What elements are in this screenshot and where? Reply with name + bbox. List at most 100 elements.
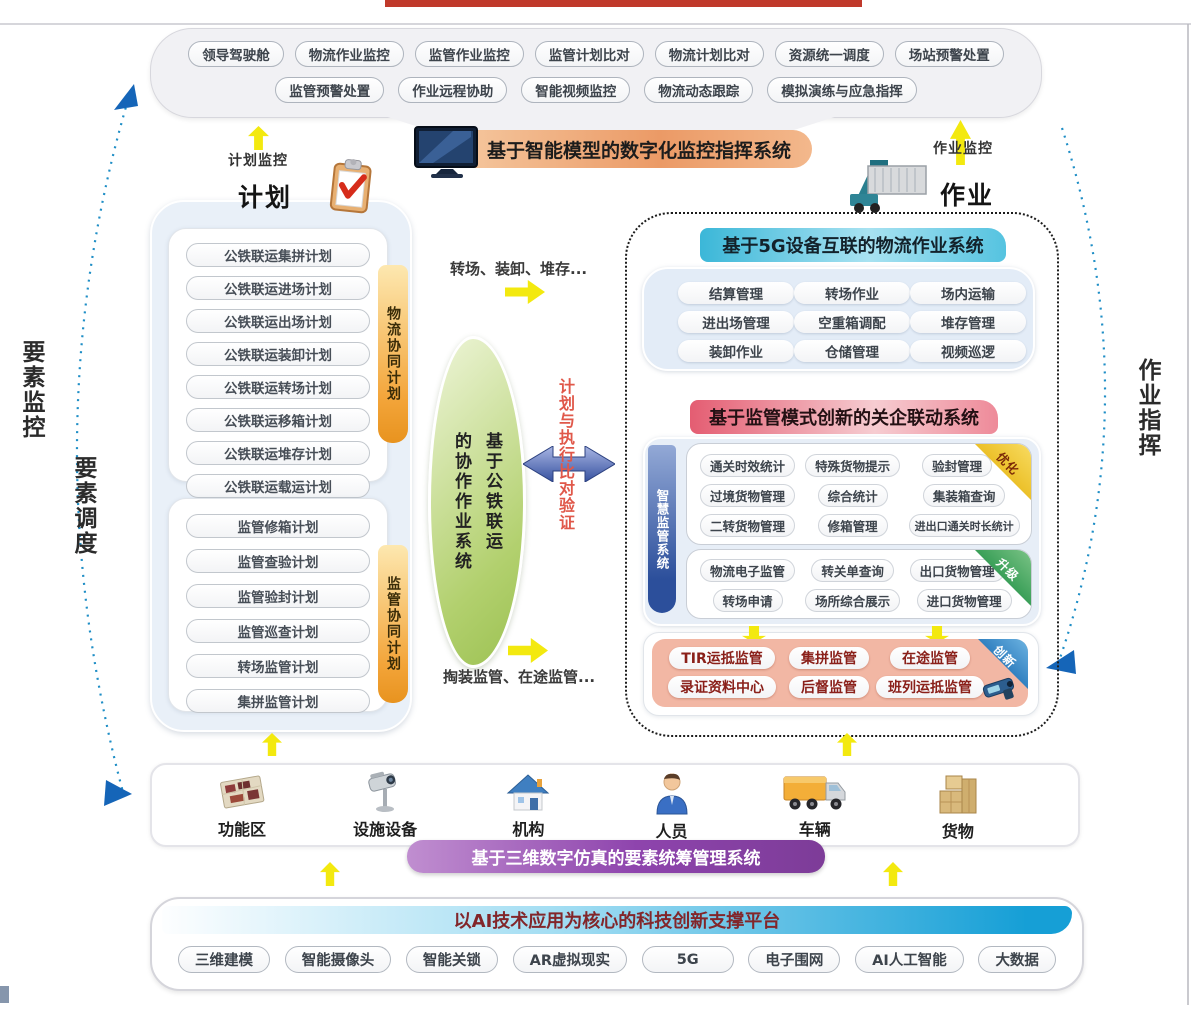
platform-pill: 大数据 (978, 946, 1056, 973)
command-layer-row2: 监管预警处置 作业远程协助 智能视频监控 物流动态跟踪 模拟演练与应急指挥 (151, 77, 1041, 103)
logistics-5g-title: 基于5G设备互联的物流作业系统 (722, 236, 984, 257)
compare-label: 计划与执行比对验证 (556, 378, 575, 531)
supervision-pill: 过境货物管理 (700, 484, 796, 507)
cargo-icon (939, 775, 977, 814)
corner-mark (0, 986, 9, 1003)
collab-system-label: 基于公铁联运 的协作作业系统 (449, 432, 505, 572)
dashed-arc-right (1056, 127, 1107, 665)
platform-pills-row: 三维建模 智能摄像头 智能关锁 AR虚拟现实 5G 电子围网 AI人工智能 大数… (152, 934, 1082, 973)
plan-pill: 转场监管计划 (186, 654, 370, 678)
flow-top-label: 转场、装卸、堆存... (450, 260, 588, 278)
supervision-pill: 物流电子监管 (700, 559, 796, 582)
plan-pill: 公铁联运装卸计划 (186, 342, 370, 366)
person-icon (656, 773, 688, 815)
plan-logistics-card: 公铁联运集拼计划 公铁联运进场计划 公铁联运出场计划 公铁联运装卸计划 公铁联运… (168, 228, 388, 498)
logistics-5g-banner: 基于5G设备互联的物流作业系统 (700, 228, 1006, 262)
elements-banner-title: 基于三维数字仿真的要素统筹管理系统 (471, 849, 761, 869)
supervision-pill: 综合统计 (817, 484, 888, 507)
platform-pill: 智能摄像头 (284, 946, 392, 973)
collab-label-col1: 基于公铁联运 (482, 432, 502, 552)
container-crane-icon (850, 160, 927, 213)
side-label-operation-command: 作业指挥 (1134, 358, 1160, 458)
innovate-pill: 后督监管 (789, 676, 870, 698)
scanner-icon (982, 677, 1015, 700)
linkage-title: 基于监管模式创新的关企联动系统 (709, 408, 979, 429)
smart-supervision-tab: 智慧监管系统 (648, 445, 676, 613)
building-icon (507, 774, 550, 811)
plan-pill: 监管巡查计划 (186, 619, 370, 643)
operation-dashed-box (625, 212, 1059, 737)
operation-heading: 作业 (940, 181, 995, 210)
side-label-element-monitor: 要素监控 (18, 340, 44, 440)
command-pill: 物流计划比对 (654, 41, 764, 67)
elements-banner: 基于三维数字仿真的要素统筹管理系统 (407, 840, 825, 873)
arrowhead-left-bottom (104, 780, 132, 806)
operation-pill: 场内运输 (910, 282, 1026, 304)
command-pill: 物流作业监控 (294, 41, 404, 67)
monitor-icon (414, 126, 478, 178)
supervision-pill: 出口货物管理 (909, 559, 1005, 582)
command-layer-connector (372, 112, 850, 132)
operation-pill: 视频巡逻 (910, 340, 1026, 362)
element-label: 人员 (655, 822, 688, 841)
element-item: 机构 (478, 771, 578, 845)
logistics-5g-panel: 结算管理 转场作业 场内运输 进出场管理 空重箱调配 堆存管理 装卸作业 仓储管… (642, 267, 1035, 371)
operation-pill: 装卸作业 (678, 340, 794, 362)
command-pill: 物流动态跟踪 (644, 77, 754, 103)
element-label: 机构 (512, 820, 545, 839)
plan-supervision-tab: 监管协同计划 (378, 545, 408, 703)
plan-pill: 监管查验计划 (186, 549, 370, 573)
linkage-banner: 基于监管模式创新的关企联动系统 (690, 400, 998, 434)
command-layer-box: 领导驾驶舱 物流作业监控 监管作业监控 监管计划比对 物流计划比对 资源统一调度… (150, 28, 1042, 118)
operation-pill: 空重箱调配 (794, 311, 910, 333)
plan-pill: 公铁联运集拼计划 (186, 243, 370, 267)
plan-pill: 公铁联运出场计划 (186, 309, 370, 333)
element-item: 货物 (908, 771, 1008, 845)
supervision-pill: 修箱管理 (817, 514, 888, 537)
operation-pill: 堆存管理 (910, 311, 1026, 333)
compare-diamond (523, 446, 615, 482)
operation-pill: 转场作业 (794, 282, 910, 304)
command-pill: 领导驾驶舱 (188, 41, 284, 67)
command-pill: 智能视频监控 (521, 77, 631, 103)
supervision-pill: 进出口通关时长统计 (908, 514, 1020, 537)
map-icon (220, 775, 265, 809)
element-item: 功能区 (192, 771, 292, 845)
flow-bottom-label: 掏装监管、在途监管... (443, 668, 596, 686)
platform-pill: 智能关锁 (405, 946, 498, 973)
platform-pill: AI人工智能 (855, 946, 964, 973)
platform-title: 以AI技术应用为核心的科技创新支撑平台 (453, 911, 781, 932)
plan-pill: 监管验封计划 (186, 584, 370, 608)
plan-heading: 计划 (238, 183, 293, 212)
plan-pill: 监管修箱计划 (186, 514, 370, 538)
operation-monitor-label: 作业监控 (933, 141, 993, 157)
plan-monitor-label: 计划监控 (228, 153, 288, 169)
clipped-title-strip (385, 0, 862, 7)
command-pill: 场站预警处置 (894, 41, 1004, 67)
collab-label-col2: 的协作作业系统 (451, 432, 471, 572)
element-label: 车辆 (798, 820, 831, 839)
innovate-panel: 创新 TIR运抵监管 集拼监管 在途监管 录证资料中心 后督监管 班列运抵监管 (652, 639, 1028, 707)
plan-pill: 集拼监管计划 (186, 689, 370, 713)
optimize-panel: 优化 通关时效统计 特殊货物提示 验封管理 过境货物管理 综合统计 集装箱查询 … (686, 443, 1032, 545)
cctv-icon (368, 771, 397, 812)
command-layer-row1: 领导驾驶舱 物流作业监控 监管作业监控 监管计划比对 物流计划比对 资源统一调度… (151, 41, 1041, 67)
command-pill: 监管计划比对 (534, 41, 644, 67)
command-pill: 模拟演练与应急指挥 (767, 77, 917, 103)
plan-pill: 公铁联运堆存计划 (186, 441, 370, 465)
innovate-pill: 集拼监管 (789, 647, 870, 669)
command-banner-title: 基于智能模型的数字化监控指挥系统 (486, 139, 791, 162)
platform-pill: 5G (641, 946, 734, 973)
innovate-pill: 班列运抵监管 (875, 676, 984, 698)
element-item: 人员 (622, 771, 722, 845)
platform-box: 以AI技术应用为核心的科技创新支撑平台 三维建模 智能摄像头 智能关锁 AR虚拟… (150, 897, 1084, 991)
platform-pill: AR虚拟现实 (512, 946, 627, 973)
platform-pill: 三维建模 (178, 946, 270, 973)
plan-pill: 公铁联运进场计划 (186, 276, 370, 300)
operation-pill: 进出场管理 (678, 311, 794, 333)
side-label-element-dispatch: 要素调度 (70, 456, 96, 556)
command-pill: 监管作业监控 (414, 41, 524, 67)
operation-pill: 仓储管理 (794, 340, 910, 362)
